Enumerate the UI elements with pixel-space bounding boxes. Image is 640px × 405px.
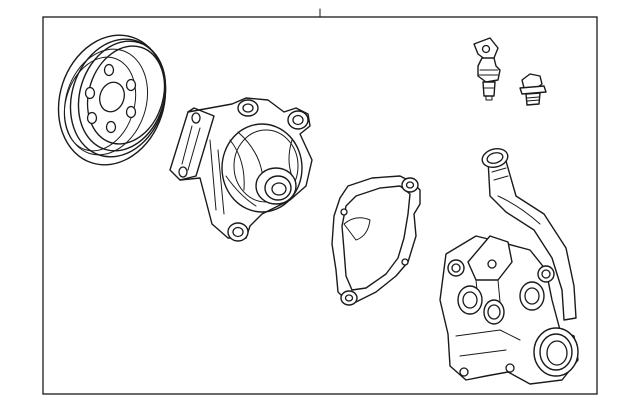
sensor [473, 37, 501, 101]
diagram-frame [42, 16, 598, 395]
thermostat-housing [439, 235, 579, 385]
gasket [331, 175, 421, 306]
bolt [519, 73, 547, 106]
coolant-pipe [481, 147, 577, 321]
water-pump [169, 97, 313, 242]
pulley [57, 34, 167, 166]
